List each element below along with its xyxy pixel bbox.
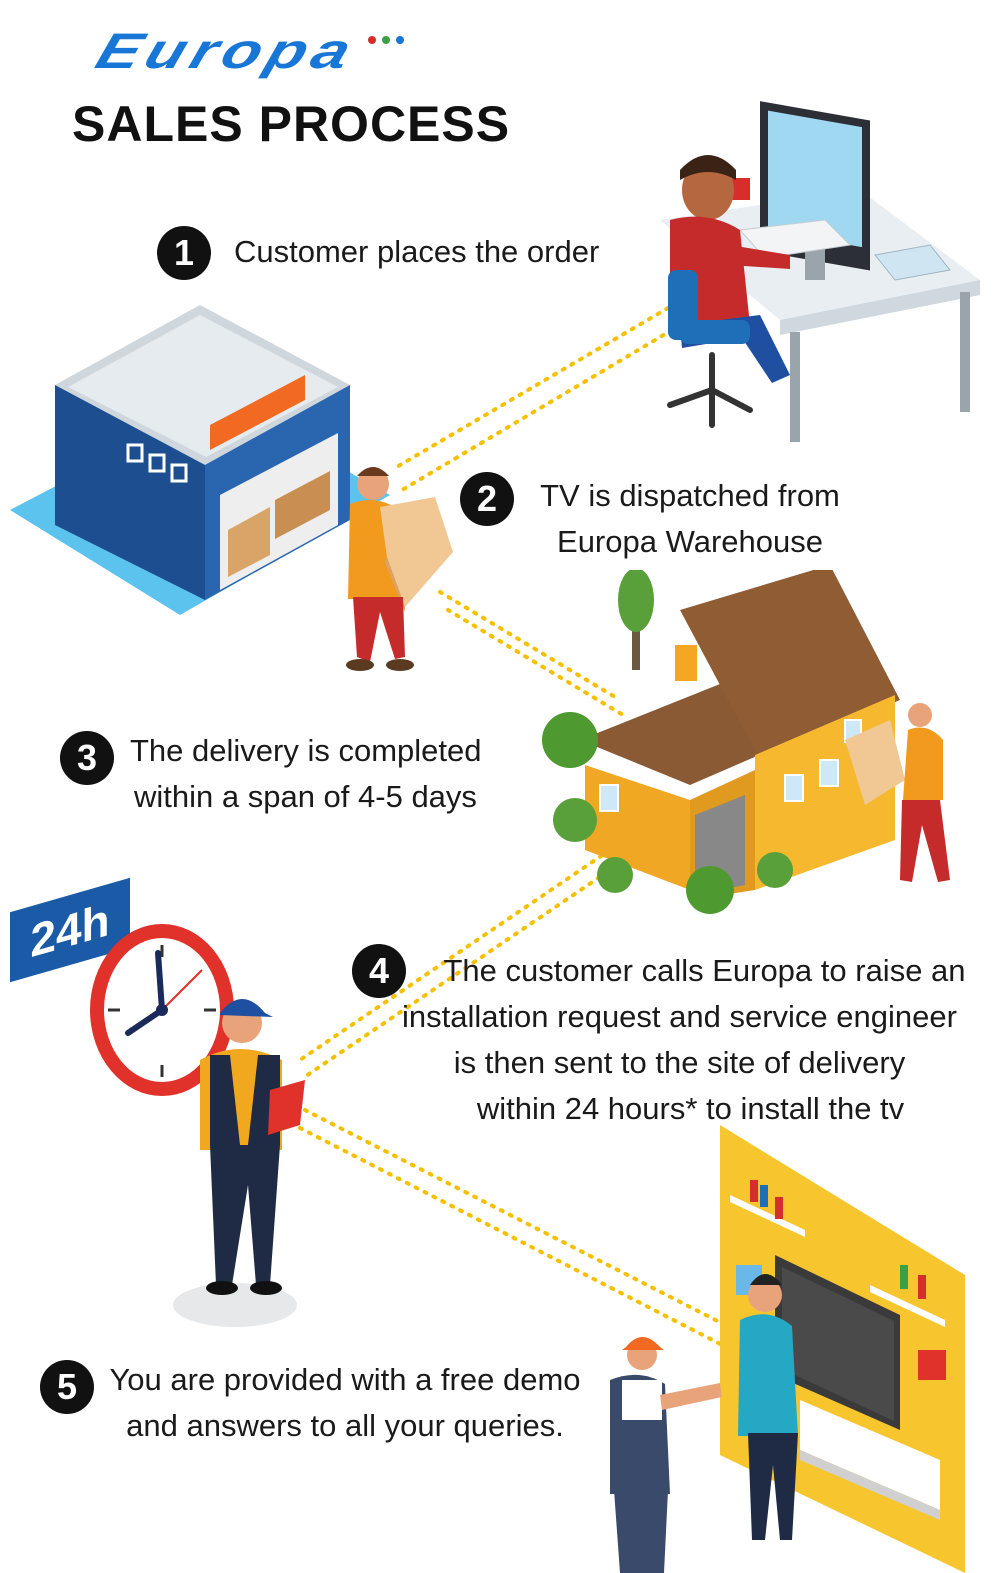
connector-1 [393, 306, 670, 470]
brand-logo: Europa [89, 22, 365, 79]
connector-3b [304, 864, 618, 1078]
connector-4 [303, 1108, 737, 1332]
delivery-worker-illustration [346, 467, 453, 671]
connector-4b [298, 1126, 730, 1350]
step-1-text: Customer places the order [234, 229, 599, 275]
step-4-line-3: is then sent to the site of delivery [453, 1045, 906, 1080]
customer-at-computer-illustration [660, 101, 980, 442]
service-engineer-illustration [173, 999, 305, 1327]
step-4-badge: 4 [352, 944, 406, 998]
step-3-badge: 3 [60, 731, 114, 785]
tv-installation-illustration [610, 1125, 965, 1573]
brand-dots [368, 36, 404, 44]
step-2-badge: 2 [460, 472, 514, 526]
step-2-line-1: TV is dispatched from [540, 478, 840, 513]
step-4-line-2: installation request and service enginee… [402, 999, 957, 1034]
brand-dot-green [382, 36, 390, 44]
step-1-line-1: Customer places the order [234, 234, 600, 269]
connector-1b [400, 328, 674, 492]
step-3-text: The delivery is completed within a span … [130, 728, 482, 820]
step-4-line-4: within 24 hours* to install the tv [476, 1091, 905, 1126]
step-5-badge: 5 [40, 1360, 94, 1414]
step-1-badge: 1 [157, 226, 211, 280]
step-3-line-1: The delivery is completed [130, 733, 482, 768]
brand-dot-blue [396, 36, 404, 44]
step-3-line-2: within a span of 4-5 days [134, 779, 477, 814]
house-illustration [542, 570, 950, 914]
step-5-line-2: and answers to all your queries. [126, 1408, 564, 1443]
brand-dot-red [368, 36, 376, 44]
step-4-text: The customer calls Europa to raise an in… [392, 948, 967, 1132]
step-4-line-1: The customer calls Europa to raise an [443, 953, 966, 988]
page-title: SALES PROCESS [72, 96, 511, 152]
connector-3 [298, 848, 612, 1062]
warehouse-illustration [10, 305, 390, 615]
step-2-text: TV is dispatched from Europa Warehouse [520, 473, 860, 565]
step-2-line-2: Europa Warehouse [557, 524, 823, 559]
clock-icon [90, 924, 234, 1096]
step-5-text: You are provided with a free demo and an… [100, 1357, 590, 1449]
step-5-line-1: You are provided with a free demo [109, 1362, 581, 1397]
